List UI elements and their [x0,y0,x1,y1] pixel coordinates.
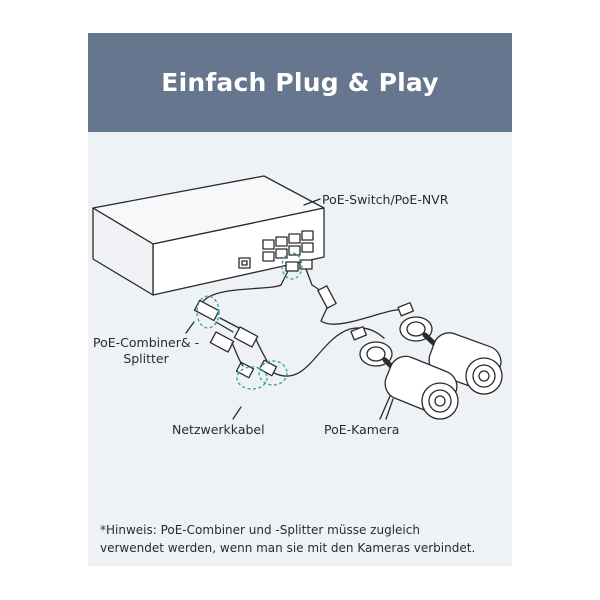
camera-1-cable [273,327,385,377]
cable-label: Netzwerkkabel [172,422,265,437]
poe-switch-device [92,175,325,296]
cable-leader-line [232,406,242,420]
camera-label: PoE-Kamera [324,422,400,437]
poe-splitter [231,338,278,379]
poe-camera-1 [359,341,459,420]
camera-2-cable [320,298,403,325]
splitter-highlight-2 [258,360,288,386]
title-banner: Einfach Plug & Play [88,33,512,132]
hint-note: *Hinweis: PoE-Combiner und -Splitter müs… [100,521,475,557]
switch-label: PoE-Switch/PoE-NVR [322,192,449,207]
camera-leader-line [379,395,391,420]
switch-port-highlight [281,252,303,280]
inline-connector [317,285,337,309]
hint-note-line-1: *Hinweis: PoE-Combiner und -Splitter müs… [100,523,420,537]
combiner-highlight [196,295,220,329]
switch-plugs [280,259,313,286]
combiner-cable [201,284,282,304]
camera-1-plug [350,326,368,341]
combiner-leader-line [185,321,195,334]
combiner-label: PoE-Combiner& - Splitter [93,335,199,367]
page-title: Einfach Plug & Play [161,68,439,97]
hint-note-line-2: verwendet werden, wenn man sie mit den K… [100,541,476,555]
combiner-label-line-2: Splitter [123,351,169,366]
poe-combiner [193,299,259,353]
camera-2-plug [397,302,415,317]
switch-leader-line [303,198,321,206]
combiner-label-line-1: PoE-Combiner& - [93,335,200,350]
splitter-highlight [236,366,268,390]
plug-and-play-card: Einfach Plug & Play [88,33,512,566]
connection-diagram [92,175,503,420]
